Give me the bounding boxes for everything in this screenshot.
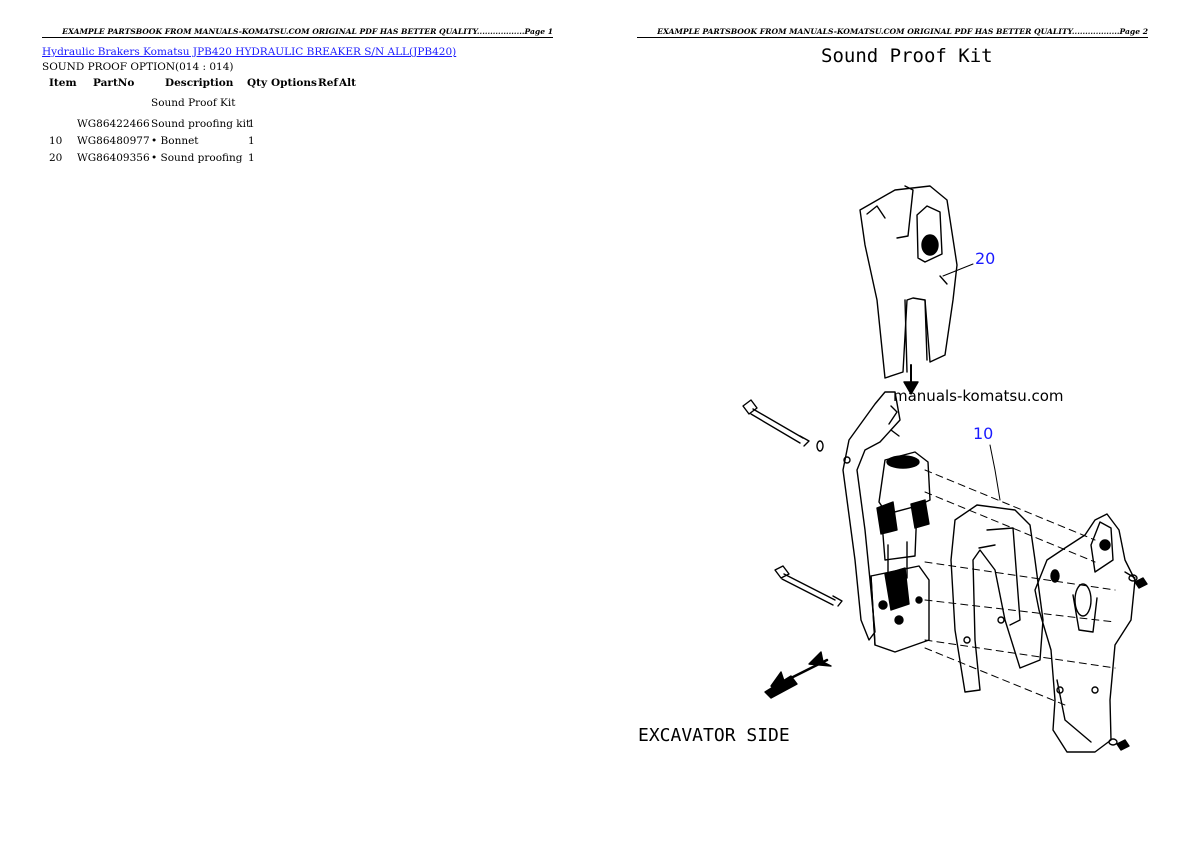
- excavator-direction-arrow: [764, 651, 832, 699]
- row-description: • Bonnet: [151, 135, 199, 147]
- callout-20: 20: [975, 249, 995, 268]
- callout-10: 10: [973, 424, 993, 443]
- right-side-plate: [1034, 513, 1136, 753]
- page-header: EXAMPLE PARTSBOOK FROM MANUALS-KOMATSU.C…: [637, 27, 1148, 38]
- breadcrumb-link[interactable]: Hydraulic Brakers Komatsu JPB420 HYDRAUL…: [42, 46, 457, 58]
- section-title: SOUND PROOF OPTION(014 : 014): [42, 61, 234, 73]
- exploded-parts-diagram: Sound Proof Kit 20 manuals-komatsu.com 1…: [638, 45, 1148, 753]
- header-item: Item: [49, 77, 77, 89]
- row-partno: WG86480977: [77, 135, 150, 147]
- row-partno: WG86409356: [77, 152, 150, 164]
- upper-bolt: [742, 399, 824, 452]
- row-qty: 1: [248, 118, 255, 130]
- header-alt: Alt: [339, 77, 356, 89]
- excavator-side-label: EXCAVATOR SIDE: [638, 725, 790, 746]
- page-header: EXAMPLE PARTSBOOK FROM MANUALS-KOMATSU.C…: [42, 27, 553, 38]
- group-label: Sound Proof Kit: [151, 97, 236, 109]
- right-fasteners: [1108, 574, 1148, 751]
- page-1: EXAMPLE PARTSBOOK FROM MANUALS-KOMATSU.C…: [42, 27, 553, 164]
- breaker-body: [870, 451, 931, 653]
- lower-bolt: [774, 565, 843, 607]
- header-partno: PartNo: [93, 77, 135, 89]
- insertion-arrow: [903, 364, 919, 395]
- row-item: 20: [49, 152, 63, 164]
- part-20-sound-proofing: [859, 185, 958, 379]
- header-qty: Qty: [247, 77, 268, 89]
- row-item: 10: [49, 135, 63, 147]
- watermark-text: manuals-komatsu.com: [893, 387, 1064, 405]
- header-ref: Ref: [318, 77, 338, 89]
- part-10-bonnet: [950, 504, 1044, 693]
- row-qty: 1: [248, 135, 255, 147]
- row-qty: 1: [248, 152, 255, 164]
- header-options: Options: [271, 77, 317, 89]
- diagram-title: Sound Proof Kit: [821, 45, 993, 67]
- header-description: Description: [165, 77, 234, 89]
- row-description: Sound proofing kit: [151, 118, 251, 130]
- alignment-lines: [924, 469, 1116, 706]
- page-2: EXAMPLE PARTSBOOK FROM MANUALS-KOMATSU.C…: [595, 0, 1190, 842]
- row-description: • Sound proofing: [151, 152, 243, 164]
- row-partno: WG86422466: [77, 118, 150, 130]
